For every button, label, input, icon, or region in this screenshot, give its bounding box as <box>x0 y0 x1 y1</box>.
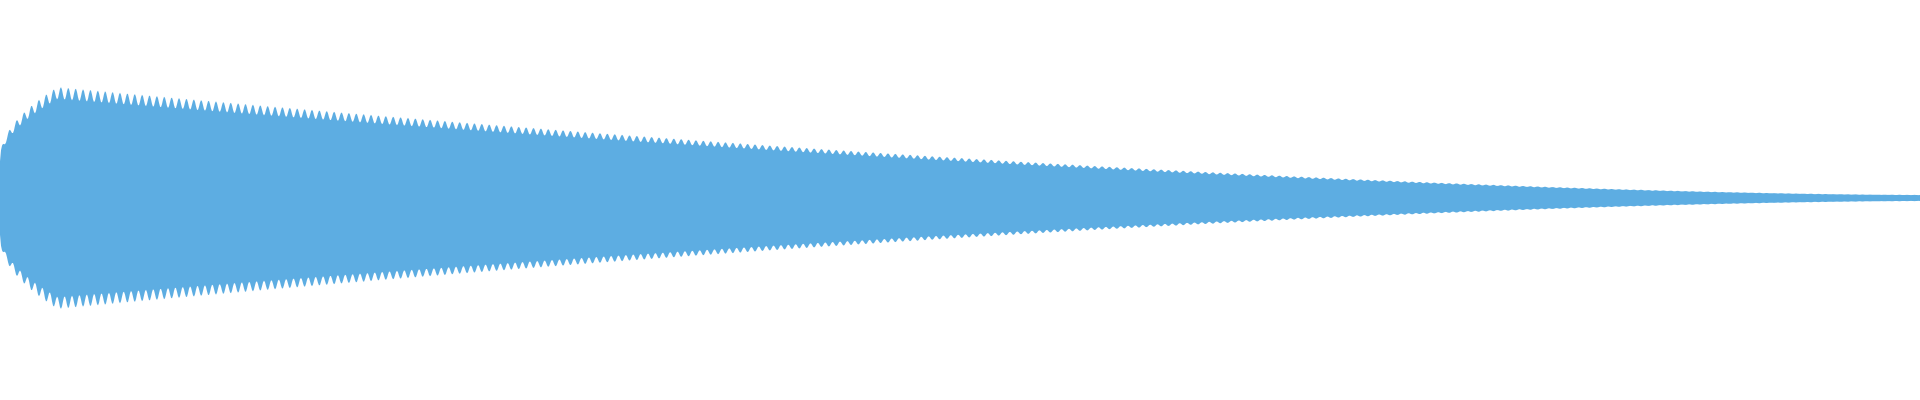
waveform-shape <box>0 87 1920 309</box>
